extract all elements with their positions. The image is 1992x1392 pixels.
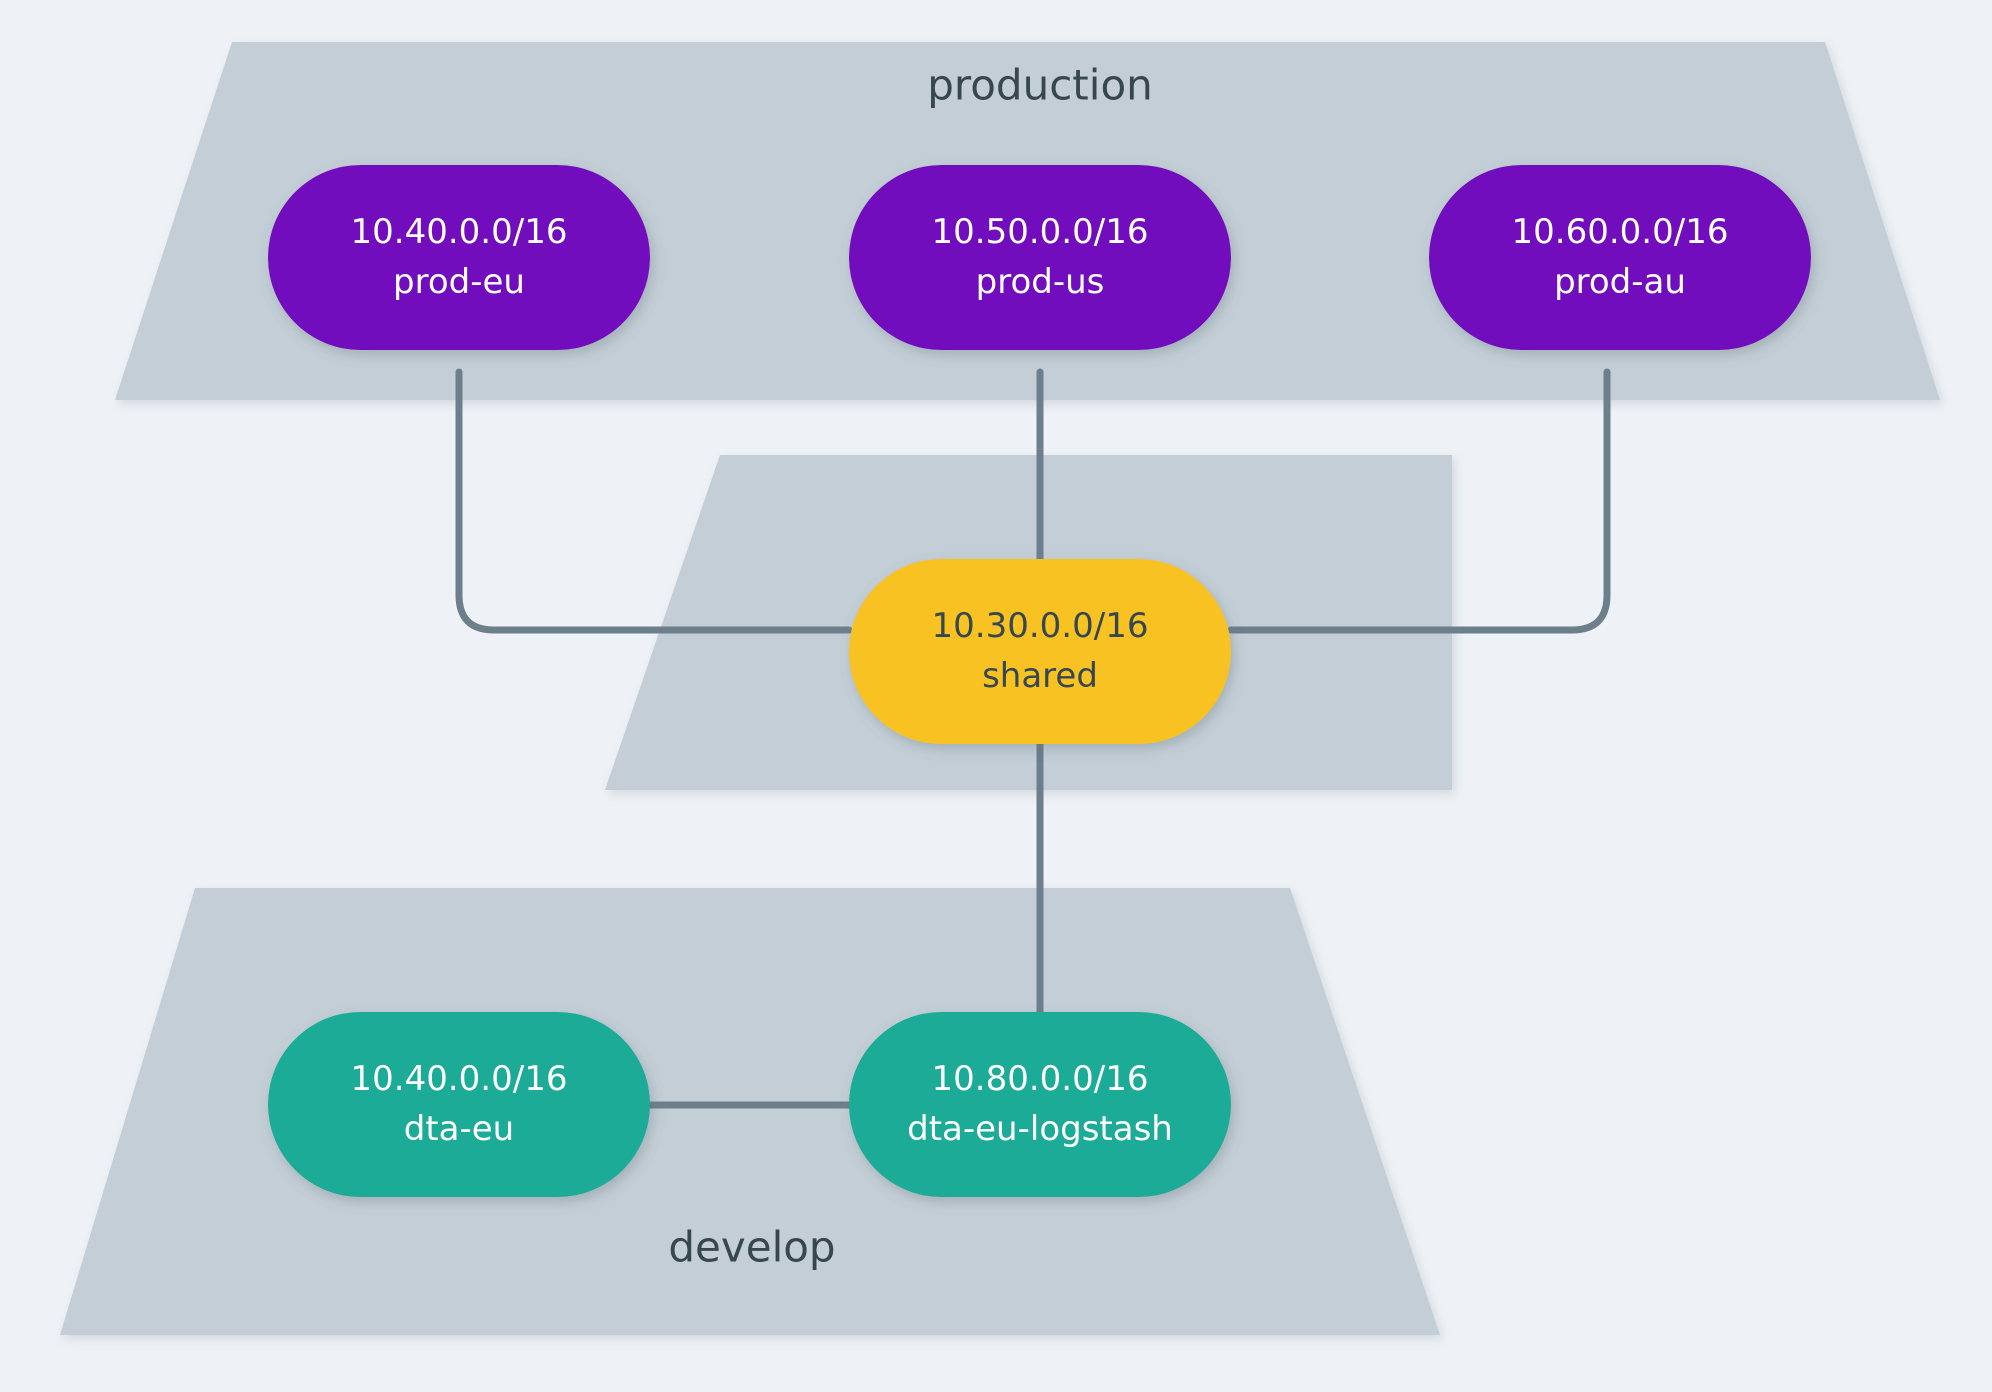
node-shape-dta-eu xyxy=(268,1012,650,1197)
nodes-layer: 10.40.0.0/16prod-eu10.50.0.0/16prod-us10… xyxy=(268,165,1811,1197)
node-shape-prod-au xyxy=(1429,165,1811,350)
node-prod-au[interactable]: 10.60.0.0/16 prod-au xyxy=(1429,165,1811,350)
zone-develop[interactable] xyxy=(60,888,1440,1335)
node-name-prod-us: prod-us xyxy=(976,262,1105,302)
node-shape-prod-eu xyxy=(268,165,650,350)
zone-label-develop: develop xyxy=(668,1223,835,1272)
edge-prod-au-to-shared xyxy=(1227,368,1611,634)
node-cidr-dta-eu-logstash: 10.80.0.0/16 xyxy=(932,1059,1149,1099)
node-cidr-shared: 10.30.0.0/16 xyxy=(932,606,1149,646)
zone-labels-layer: production develop xyxy=(668,61,1152,1272)
node-shared[interactable]: 10.30.0.0/16 shared xyxy=(849,559,1231,744)
node-name-shared: shared xyxy=(982,656,1098,696)
node-shape-dta-eu-logstash xyxy=(849,1012,1231,1197)
node-name-prod-au: prod-au xyxy=(1554,262,1686,302)
node-cidr-dta-eu: 10.40.0.0/16 xyxy=(351,1059,568,1099)
edge-prod-eu-to-shared xyxy=(455,368,853,634)
node-name-dta-eu: dta-eu xyxy=(404,1109,514,1149)
node-cidr-prod-eu: 10.40.0.0/16 xyxy=(351,212,568,252)
node-cidr-prod-us: 10.50.0.0/16 xyxy=(932,212,1149,252)
node-name-dta-eu-logstash: dta-eu-logstash xyxy=(907,1109,1173,1149)
node-prod-eu[interactable]: 10.40.0.0/16 prod-eu xyxy=(268,165,650,350)
node-dta-eu-logstash[interactable]: 10.80.0.0/16 dta-eu-logstash xyxy=(849,1012,1231,1197)
zone-label-production: production xyxy=(927,61,1153,110)
node-dta-eu[interactable]: 10.40.0.0/16 dta-eu xyxy=(268,1012,650,1197)
node-prod-us[interactable]: 10.50.0.0/16 prod-us xyxy=(849,165,1231,350)
node-name-prod-eu: prod-eu xyxy=(393,262,525,302)
node-shape-prod-us xyxy=(849,165,1231,350)
edges-layer xyxy=(455,368,1611,1109)
node-shape-shared xyxy=(849,559,1231,744)
node-cidr-prod-au: 10.60.0.0/16 xyxy=(1512,212,1729,252)
